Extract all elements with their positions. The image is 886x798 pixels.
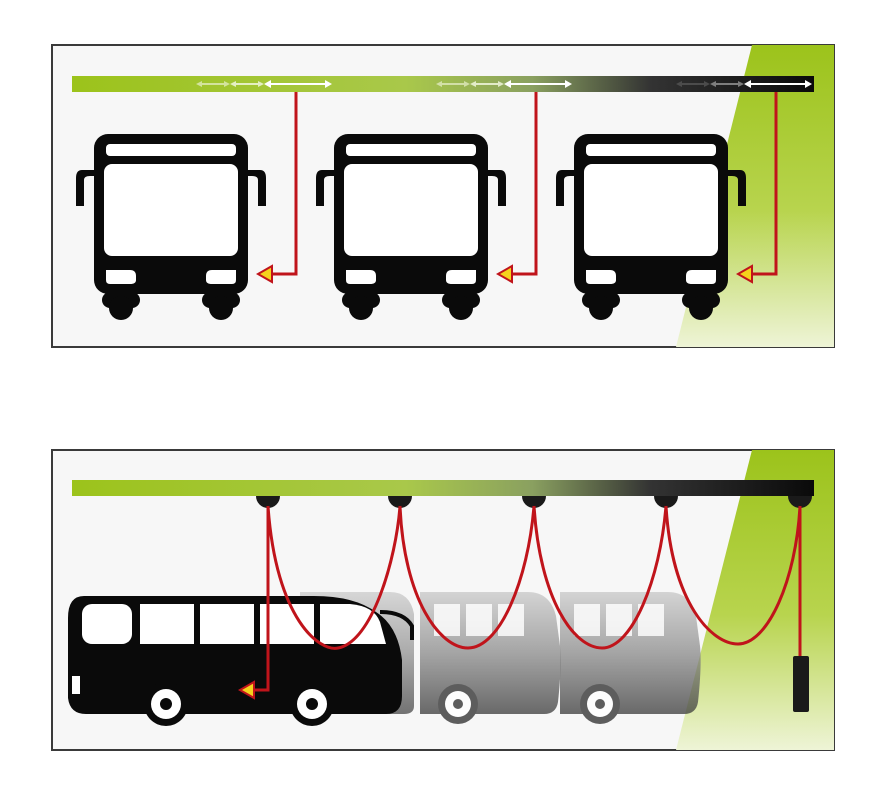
plug-icon <box>495 264 513 284</box>
bottom-panel <box>51 449 835 751</box>
plug-icon <box>255 264 273 284</box>
plug-icon <box>735 264 753 284</box>
plug-holder-icon <box>793 656 809 712</box>
plug-icon <box>237 680 255 700</box>
bus-front-icon <box>316 134 506 320</box>
top-cable-3 <box>735 92 778 284</box>
parked-plug <box>793 506 809 712</box>
top-cable-2 <box>495 92 538 284</box>
hanger-icon <box>256 496 280 508</box>
bus-side-icon <box>68 596 414 726</box>
top-cable-1 <box>255 92 298 284</box>
hanger-icon <box>388 496 412 508</box>
top-arrow-group-2 <box>436 80 572 88</box>
bus-side-ghost-icon <box>560 592 701 724</box>
bus-side-ghost-icon <box>420 592 561 724</box>
top-panel <box>51 44 835 348</box>
bus-front-icon <box>76 134 266 320</box>
top-arrow-group-1 <box>196 80 332 88</box>
top-arrow-group-3 <box>676 80 812 88</box>
bottom-rail <box>72 480 814 496</box>
hanger-icon <box>654 496 678 508</box>
bottom-cable-plug <box>237 506 270 700</box>
hanger-icon <box>788 496 812 508</box>
hanger-icon <box>522 496 546 508</box>
festoon-cable <box>266 505 802 650</box>
bus-front-icon <box>556 134 746 320</box>
